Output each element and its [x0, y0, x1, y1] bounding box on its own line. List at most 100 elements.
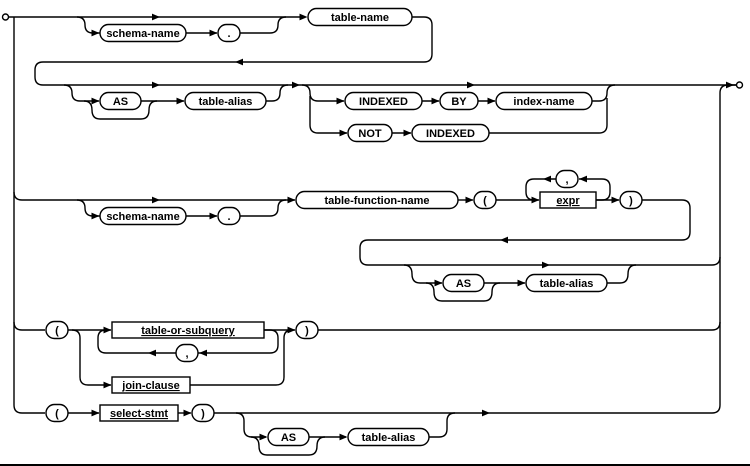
terminal-label: table-alias [199, 96, 253, 108]
arrowhead-icon [531, 196, 540, 204]
connector [266, 84, 289, 102]
connector [214, 404, 721, 414]
terminal-label: ( [483, 195, 487, 207]
arrowhead-icon [542, 261, 550, 269]
connector [235, 412, 266, 438]
arrowhead-icon [339, 129, 348, 137]
terminal-not: NOT [347, 123, 393, 143]
terminal-dot-2: . [217, 206, 241, 226]
connector [525, 178, 556, 201]
nonterminal-select-stmt[interactable]: select-stmt [99, 404, 179, 422]
arrowhead-icon [235, 58, 243, 66]
oval-shape [99, 23, 187, 43]
nonterminal-link-label[interactable]: expr [556, 195, 580, 207]
terminal-by: BY [439, 91, 479, 111]
terminal-indexed-1: INDEXED [344, 91, 423, 111]
terminal-schema-name-2: schema-name [99, 206, 187, 226]
arrowhead-icon [91, 212, 100, 220]
arrowhead-icon [259, 433, 268, 441]
nonterminal-link-label[interactable]: table-or-subquery [141, 325, 235, 337]
terminal-lparen-3: ( [45, 403, 69, 423]
terminal-label: AS [281, 432, 296, 444]
oval-shape [295, 190, 459, 210]
terminal-as-1: AS [99, 91, 142, 111]
arrowhead-icon [487, 97, 496, 105]
oval-shape [307, 7, 413, 27]
terminal-label: index-name [513, 96, 574, 108]
arrowhead-icon [336, 97, 345, 105]
oval-shape [495, 91, 593, 111]
arrowhead-icon [183, 409, 192, 417]
terminal-table-function-name: table-function-name [295, 190, 459, 210]
arrowhead-icon [209, 212, 218, 220]
nonterminal-link-label[interactable]: join-clause [121, 380, 179, 392]
oval-shape [45, 403, 69, 423]
connector [579, 178, 611, 201]
oval-shape [347, 123, 393, 143]
nonterminal-expr[interactable]: expr [539, 191, 597, 209]
terminal-label: ( [55, 325, 59, 337]
connector [489, 98, 608, 134]
connector [97, 329, 279, 354]
connector [318, 321, 721, 331]
bottom-rule [0, 464, 750, 466]
connector [83, 100, 158, 120]
arrowhead-icon [579, 175, 587, 183]
connector [63, 84, 99, 102]
terminal-label: . [227, 28, 230, 40]
terminal-table-alias-1: table-alias [184, 91, 267, 111]
oval-shape [344, 91, 423, 111]
terminal-label: NOT [358, 128, 382, 140]
box-shape[interactable] [99, 404, 179, 422]
terminal-label: table-name [331, 12, 389, 24]
box-shape[interactable] [111, 376, 191, 394]
oval-shape [295, 320, 319, 340]
connector [403, 264, 442, 284]
arrowhead-icon [152, 81, 160, 89]
connector [71, 329, 111, 386]
arrowhead-icon [517, 279, 526, 287]
terminal-index-name: index-name [495, 91, 593, 111]
nonterminal-table-or-subquery[interactable]: table-or-subquery [111, 321, 265, 339]
connector [359, 199, 721, 266]
arrowhead-icon [611, 196, 620, 204]
terminal-label: , [185, 348, 188, 360]
terminal-table-name: table-name [307, 7, 413, 27]
arrowhead-icon [299, 13, 308, 21]
arrowhead-icon [500, 236, 508, 244]
connector [250, 436, 326, 456]
terminal-label: INDEXED [426, 128, 475, 140]
terminal-label: BY [451, 96, 467, 108]
terminal-label: . [227, 211, 230, 223]
terminal-rparen-3: ) [191, 403, 215, 423]
terminal-label: ) [201, 408, 205, 420]
terminal-label: schema-name [106, 211, 179, 223]
arrowhead-icon [339, 433, 348, 441]
box-shape[interactable] [539, 191, 597, 209]
oval-shape [347, 427, 430, 447]
nonterminal-join-clause[interactable]: join-clause [111, 376, 191, 394]
oval-shape [191, 403, 215, 423]
arrowhead-icon [434, 279, 443, 287]
terminal-table-alias-3: table-alias [347, 427, 430, 447]
connector [425, 282, 501, 302]
oval-shape [555, 169, 579, 189]
oval-shape [525, 273, 608, 293]
terminal-label: INDEXED [359, 96, 408, 108]
arrowhead-icon [91, 97, 100, 105]
arrowhead-icon [292, 81, 300, 89]
nonterminal-link-label[interactable]: select-stmt [110, 408, 168, 420]
oval-shape [45, 320, 69, 340]
arrowhead-icon [467, 81, 475, 89]
connector [607, 264, 637, 284]
arrowhead-icon [176, 97, 185, 105]
terminal-schema-name-1: schema-name [99, 23, 187, 43]
arrowhead-icon [199, 349, 207, 357]
terminal-label: , [565, 174, 568, 186]
terminal-indexed-2: INDEXED [411, 123, 490, 143]
terminal-label: ) [629, 195, 633, 207]
connector [309, 96, 347, 134]
arrowhead-icon [287, 326, 296, 334]
box-shape[interactable] [111, 321, 265, 339]
